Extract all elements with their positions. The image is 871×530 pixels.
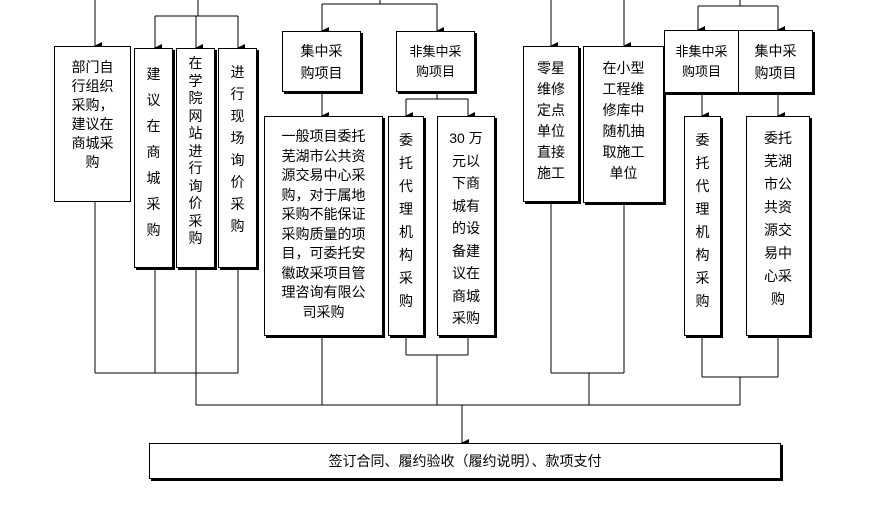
node-wuhu-center-text: 委托 芜湖 市公 共资 源交 易中 心采 购 xyxy=(764,130,792,307)
node-suggest-mall: 建 议 在 商 城 采 购 xyxy=(134,48,173,268)
node-under-30w-text: 30 万 元以 下商 城有 的设 备建 议在 商城 采购 xyxy=(449,130,483,326)
node-repair-pool-text: 在小型 工程维 修库中 随机抽 取施工 单位 xyxy=(602,60,645,181)
node-dept-self: 部门自 行组织 采购， 建议在 商城采 购 xyxy=(54,46,131,202)
node-campus-site: 在 学 院 网 站 进 行 询 价 采 购 xyxy=(176,48,215,268)
node-noncentral-items-right-text: 非集中采 购项目 xyxy=(675,43,728,79)
node-final-step: 签订合同、履约验收（履约说明）、款项支付 xyxy=(149,443,781,479)
node-agency-right: 委 托 代 理 机 构 采 购 xyxy=(684,116,721,336)
node-noncentral-items-left-text: 非集中采 购项目 xyxy=(409,43,462,79)
node-central-items-right: 集中采 购项目 xyxy=(738,30,813,93)
node-agency-right-text: 委 托 代 理 机 构 采 购 xyxy=(695,132,710,309)
node-repair-pool: 在小型 工程维 修库中 随机抽 取施工 单位 xyxy=(583,46,664,203)
node-small-repair-text: 零星 维修 定点 单位 直接 施工 xyxy=(537,60,565,181)
node-noncentral-items-left: 非集中采 购项目 xyxy=(396,31,475,92)
node-suggest-mall-text: 建 议 在 商 城 采 购 xyxy=(146,66,161,238)
node-general-projects: 一般项目委托 芜湖市公共资 源交易中心采 购，对于属地 采购不能保证 采购质量的… xyxy=(264,116,383,336)
node-central-items-right-text: 集中采 购项目 xyxy=(754,42,797,81)
node-central-items-left-text: 集中采 购项目 xyxy=(300,42,343,81)
node-wuhu-center: 委托 芜湖 市公 共资 源交 易中 心采 购 xyxy=(746,116,810,336)
node-under-30w: 30 万 元以 下商 城有 的设 备建 议在 商城 采购 xyxy=(437,116,495,336)
node-noncentral-items-right: 非集中采 购项目 xyxy=(664,30,739,93)
node-small-repair: 零星 维修 定点 单位 直接 施工 xyxy=(523,46,579,202)
node-dept-self-text: 部门自 行组织 采购， 建议在 商城采 购 xyxy=(71,59,114,170)
node-onsite: 进 行 现 场 询 价 采 购 xyxy=(218,48,257,268)
node-final-step-text: 签订合同、履约验收（履约说明）、款项支付 xyxy=(328,452,602,469)
node-agency-left: 委 托 代 理 机 构 采 购 xyxy=(388,116,424,336)
node-general-projects-text: 一般项目委托 芜湖市公共资 源交易中心采 购，对于属地 采购不能保证 采购质量的… xyxy=(281,128,366,320)
node-campus-site-text: 在 学 院 网 站 进 行 询 价 采 购 xyxy=(188,55,203,246)
node-agency-left-text: 委 托 代 理 机 构 采 购 xyxy=(399,132,413,309)
node-onsite-text: 进 行 现 场 询 价 采 购 xyxy=(230,64,245,234)
node-central-items-left: 集中采 购项目 xyxy=(282,31,361,92)
